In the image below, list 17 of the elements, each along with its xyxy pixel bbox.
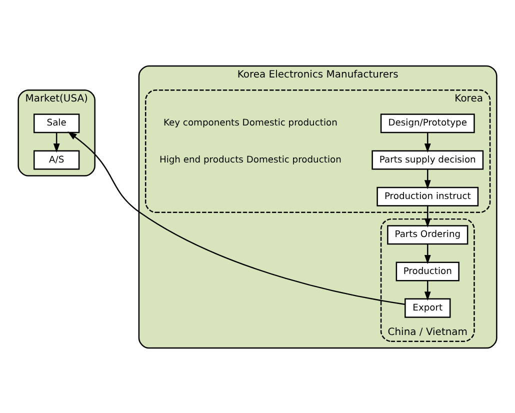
node-box: Design/Prototype	[380, 113, 475, 133]
label: Key components Domestic production	[163, 118, 338, 128]
node-box: Production instruct	[376, 186, 479, 206]
arrow	[68, 131, 406, 304]
node-box: Sale	[34, 113, 80, 133]
arrow	[424, 168, 431, 189]
label: High end products Domestic production	[159, 154, 342, 165]
node-box: Parts Ordering	[387, 224, 468, 244]
arrow	[424, 205, 431, 227]
node-box: A/S	[34, 150, 80, 170]
node-box: Parts supply decision	[372, 150, 484, 170]
arrow	[424, 244, 431, 264]
arrow	[53, 132, 60, 152]
arrow	[424, 132, 431, 152]
node-box: Production	[396, 261, 460, 281]
arrow	[424, 280, 431, 300]
node-box: Export	[404, 298, 451, 318]
